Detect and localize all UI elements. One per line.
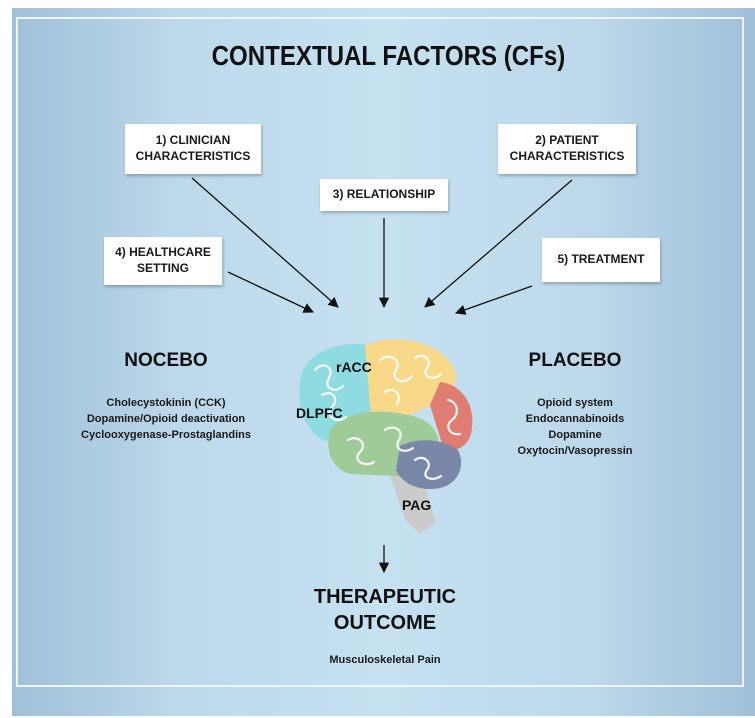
arrow-clinician — [191, 177, 339, 308]
outcome-subtitle: Musculoskeletal Pain — [329, 654, 441, 666]
placebo-item: Opioid system — [537, 397, 613, 409]
factor-healthcare-setting: 4) HEALTHCARE SETTING — [104, 237, 222, 285]
brain-label-dlpfc: DLPFC — [296, 405, 343, 421]
brain-region-red — [430, 382, 473, 451]
factor-patient: 2) PATIENT CHARACTERISTICS — [498, 124, 636, 174]
placebo-item: Oxytocin/Vasopressin — [517, 444, 633, 457]
arrow-treatment — [455, 285, 533, 315]
page-title: CONTEXTUAL FACTORS (CFs) — [211, 40, 566, 71]
arrow-healthcare — [227, 271, 314, 313]
outcome-title-line1: THERAPEUTIC — [313, 586, 457, 608]
brain-illustration: rACC DLPFC PAG — [296, 339, 473, 534]
brain-label-pag: PAG — [402, 497, 431, 513]
outcome-title-line2: OUTCOME — [333, 612, 437, 634]
inner-frame — [16, 17, 744, 687]
placebo-list: Opioid system Endocannabinoids Dopamine … — [465, 396, 685, 460]
brain-label-racc: rACC — [336, 359, 372, 375]
nocebo-item: Dopamine/Opioid deactivation — [86, 412, 246, 425]
placebo-item: Endocannabinoids — [525, 412, 625, 425]
nocebo-list: Cholecystokinin (CCK) Dopamine/Opioid de… — [56, 396, 276, 444]
factor-relationship: 3) RELATIONSHIP — [320, 179, 448, 211]
arrow-patient — [424, 179, 573, 308]
nocebo-title: NOCEBO — [124, 350, 208, 371]
nocebo-item: Cyclooxygenase-Prostaglandins — [81, 428, 251, 441]
outcome-title: THERAPEUTIC OUTCOME — [285, 584, 485, 636]
placebo-item: Dopamine — [548, 428, 602, 441]
factor-treatment: 5) TREATMENT — [542, 238, 660, 282]
nocebo-item: Cholecystokinin (CCK) — [106, 397, 226, 409]
placebo-title: PLACEBO — [528, 350, 622, 371]
brain-region-yellow — [365, 339, 456, 430]
factor-clinician: 1) CLINICIAN CHARACTERISTICS — [125, 124, 261, 174]
